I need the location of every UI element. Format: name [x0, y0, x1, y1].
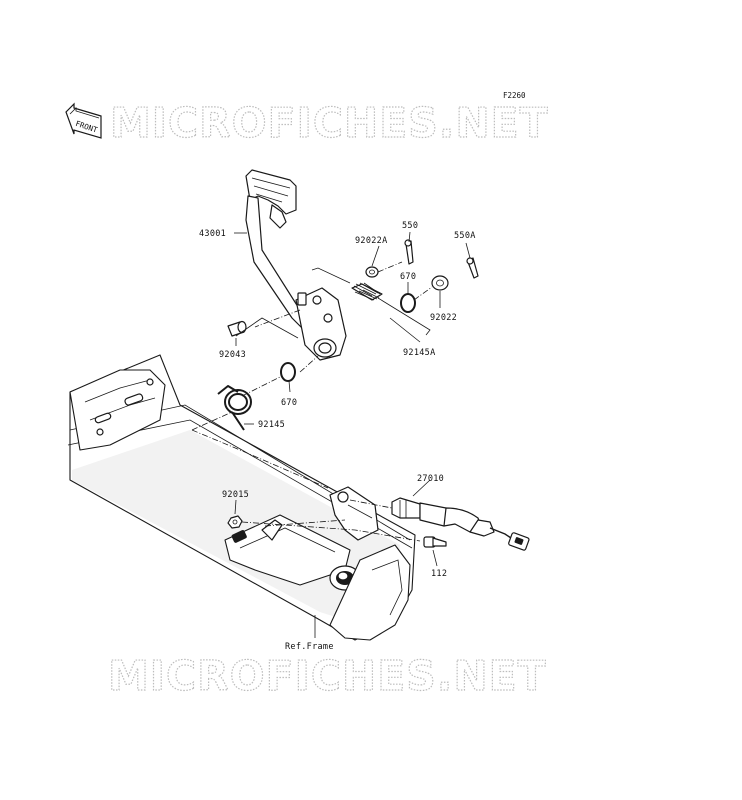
o-ring-670-mid — [280, 362, 296, 382]
torsion-spring-92145 — [217, 385, 252, 431]
label-27010: 27010 — [417, 474, 444, 484]
label-670-mid: 670 — [281, 398, 297, 408]
label-550A: 550A — [454, 231, 476, 241]
label-92022A: 92022A — [355, 236, 388, 246]
cotter-pin-550 — [404, 239, 414, 265]
nut-92015 — [227, 515, 243, 529]
bolt-112 — [423, 536, 447, 548]
label-92022: 92022 — [430, 313, 457, 323]
leader-lines — [191, 231, 471, 638]
cotter-pin-550A — [466, 257, 479, 279]
label-92145A: 92145A — [403, 348, 436, 358]
washer-92022 — [431, 275, 449, 291]
label-92043: 92043 — [219, 350, 246, 360]
label-670-top: 670 — [400, 272, 416, 282]
label-ref-frame: Ref.Frame — [285, 642, 334, 652]
brake-switch-27010 — [391, 497, 530, 551]
bushing-92043 — [227, 320, 247, 337]
label-92145: 92145 — [258, 420, 285, 430]
label-43001: 43001 — [199, 229, 226, 239]
watermark-top: MICROFICHES.NET — [110, 99, 549, 147]
return-spring-92145A — [311, 267, 431, 336]
label-112: 112 — [431, 569, 447, 579]
front-arrow-icon: FRONT — [65, 102, 102, 139]
o-ring-670-top — [400, 293, 416, 313]
diagram-code: F2260 — [503, 91, 526, 100]
washer-92022A — [365, 266, 379, 278]
brake-pedal-43001 — [245, 169, 347, 361]
label-92015: 92015 — [222, 490, 249, 500]
watermark-bottom: MICROFICHES.NET — [108, 652, 547, 700]
label-550: 550 — [402, 221, 418, 231]
